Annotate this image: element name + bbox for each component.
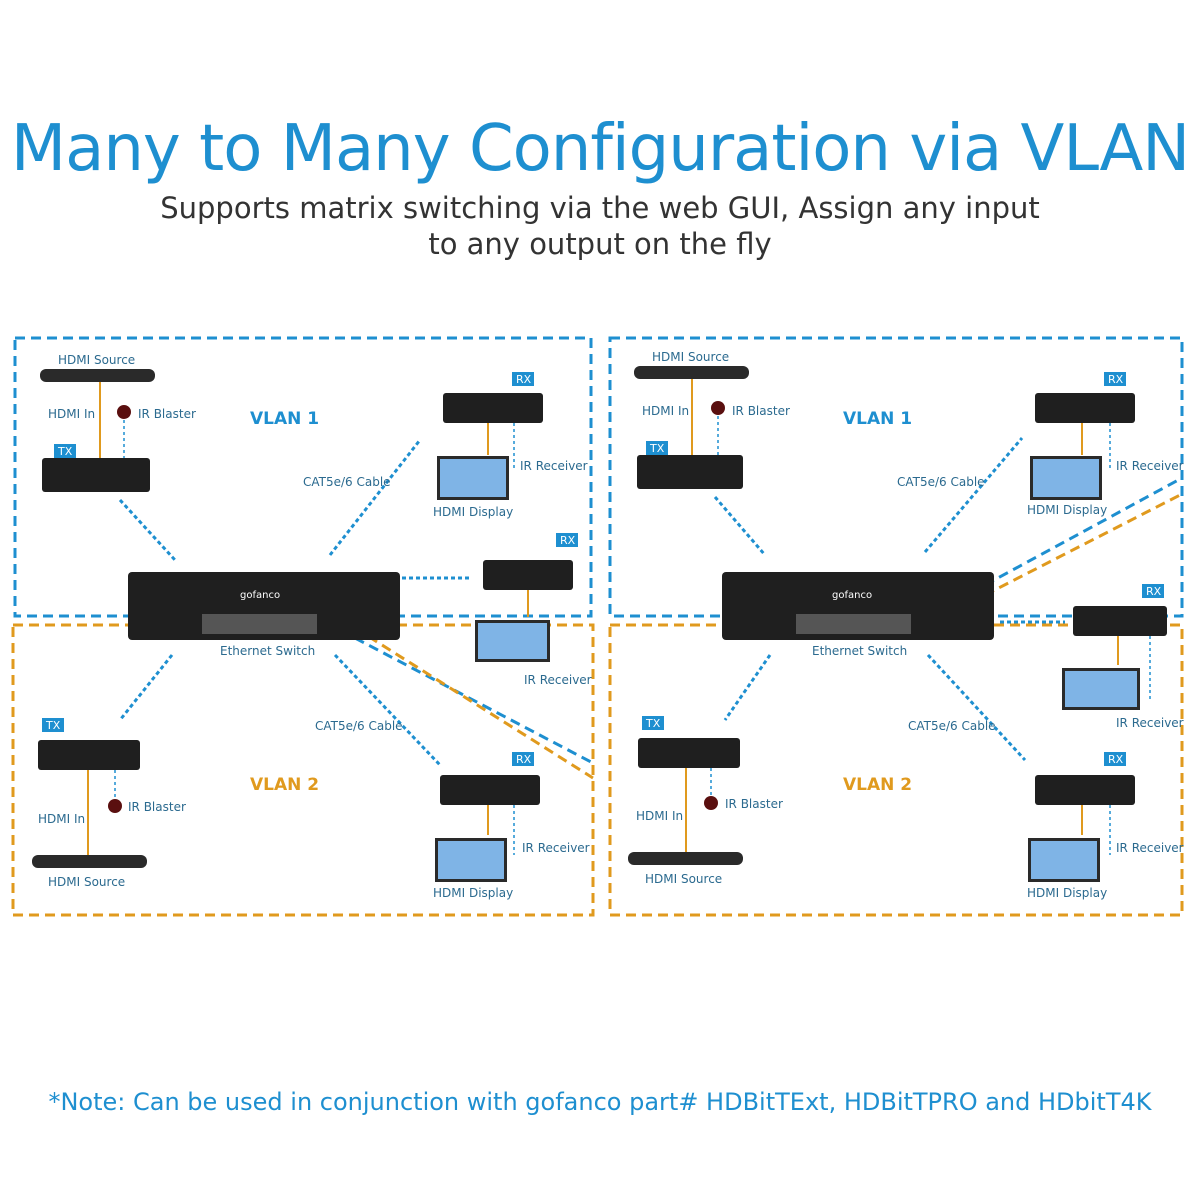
cable — [118, 498, 177, 562]
ir-blaster-icon — [108, 799, 122, 813]
switch-label: Ethernet Switch — [220, 644, 315, 658]
vlan1-label: VLAN 1 — [843, 409, 912, 429]
brand-logo: gofanco — [240, 590, 280, 601]
ir-receiver-label: IR Receiver — [1116, 459, 1184, 473]
tx-device — [42, 458, 150, 492]
hdmi-source-label: HDMI Source — [58, 353, 135, 367]
hdmi-source-device — [32, 855, 147, 868]
rx-device — [440, 775, 540, 805]
ir-blaster-label: IR Blaster — [732, 404, 790, 418]
tx-device — [638, 738, 740, 768]
ir-blaster-icon — [704, 796, 718, 810]
cable-label: CAT5e/6 Cable — [303, 475, 391, 489]
tx-device — [637, 455, 743, 489]
cable-label: CAT5e/6 Cable — [908, 719, 996, 733]
ir-receiver-label: IR Receiver — [1116, 841, 1184, 855]
ir-blaster-label: IR Blaster — [725, 797, 783, 811]
cable-label: CAT5e/6 Cable — [897, 475, 985, 489]
tx-badge: TX — [649, 442, 665, 455]
ir-blaster-icon — [117, 405, 131, 419]
tx-badge: TX — [645, 717, 661, 730]
cable — [118, 654, 174, 721]
vlan1-label: VLAN 1 — [250, 409, 319, 429]
switch-label: Ethernet Switch — [812, 644, 907, 658]
right-panel: TX RX RX gofanco TX — [608, 336, 1184, 917]
hdmi-display-label: HDMI Display — [433, 886, 513, 900]
cable — [926, 653, 1027, 762]
ir-blaster-label: IR Blaster — [128, 800, 186, 814]
vlan2-label: VLAN 2 — [843, 775, 912, 795]
rx-badge: RX — [516, 753, 532, 766]
page-title: Many to Many Configuration via VLAN — [10, 112, 1190, 186]
hdmi-in-label: HDMI In — [642, 404, 689, 418]
rx-device — [443, 393, 543, 423]
tx-device — [38, 740, 140, 770]
hdmi-source-device — [634, 366, 749, 379]
ir-receiver-label: IR Receiver — [522, 841, 590, 855]
hdmi-display-label: HDMI Display — [433, 505, 513, 519]
ir-receiver-label: IR Receiver — [1116, 716, 1184, 730]
rx-device — [1035, 775, 1135, 805]
cable — [713, 496, 767, 556]
rx-badge: RX — [516, 373, 532, 386]
rx-badge: RX — [1108, 753, 1124, 766]
vlan1-diagonal — [354, 636, 592, 764]
ethernet-switch-device — [722, 572, 994, 640]
brand-logo: gofanco — [832, 590, 872, 601]
hdmi-source-label: HDMI Source — [645, 872, 722, 886]
ir-blaster-icon — [711, 401, 725, 415]
footer-note: *Note: Can be used in conjunction with g… — [48, 1088, 1152, 1116]
cable — [923, 437, 1024, 553]
hdmi-in-label: HDMI In — [636, 809, 683, 823]
rx-badge: RX — [560, 534, 576, 547]
rx-device — [1035, 393, 1135, 423]
rx-badge: RX — [1146, 585, 1162, 598]
rx-device — [1073, 606, 1167, 636]
ir-receiver-label: IR Receiver — [520, 459, 588, 473]
ir-blaster-label: IR Blaster — [138, 407, 196, 421]
ir-receiver-label: IR Receiver — [524, 673, 592, 687]
page-subtitle: Supports matrix switching via the web GU… — [160, 191, 1040, 261]
tx-badge: TX — [45, 719, 61, 732]
hdmi-in-label: HDMI In — [48, 407, 95, 421]
hdmi-source-device — [40, 369, 155, 382]
tx-badge: TX — [57, 445, 73, 458]
vlan2-diagonal — [984, 492, 1183, 597]
hdmi-in-label: HDMI In — [38, 812, 85, 826]
hdmi-source-device — [628, 852, 743, 865]
hdmi-source-label: HDMI Source — [652, 350, 729, 364]
cable-label: CAT5e/6 Cable — [315, 719, 403, 733]
vlan2-label: VLAN 2 — [250, 775, 319, 795]
vlan1-diagonal — [984, 476, 1183, 587]
rx-device — [483, 560, 573, 590]
vlan2-diagonal — [354, 626, 594, 780]
cable — [328, 439, 422, 556]
left-panel: TX RX RX gofanco TX — [11, 336, 595, 917]
cable — [333, 653, 442, 767]
ethernet-switch-device — [128, 572, 400, 640]
hdmi-display-label: HDMI Display — [1027, 503, 1107, 517]
hdmi-source-label: HDMI Source — [48, 875, 125, 889]
hdmi-display-label: HDMI Display — [1027, 886, 1107, 900]
rx-badge: RX — [1108, 373, 1124, 386]
cable — [723, 654, 772, 721]
